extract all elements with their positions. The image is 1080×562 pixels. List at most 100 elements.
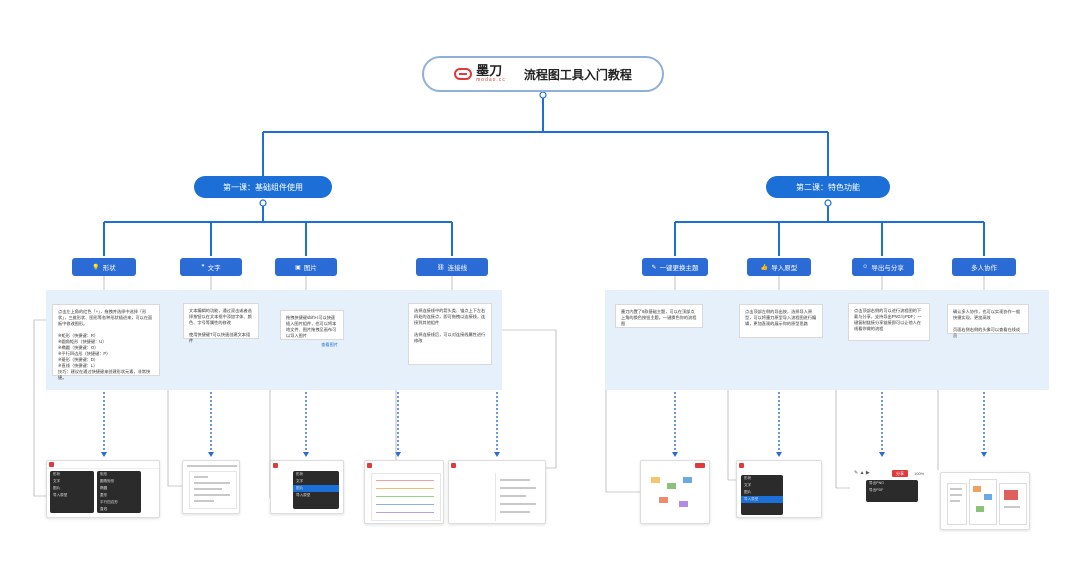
flow-node: [667, 483, 676, 489]
line-style-panel: [371, 473, 441, 521]
screenshot-connector-props: [448, 460, 546, 524]
quote-icon: ❞: [201, 264, 205, 271]
menu-item: 导入原型: [741, 496, 783, 503]
topic-label: 形状: [102, 265, 116, 272]
toolbar-icons: ✎ ▲ ▶: [854, 470, 870, 476]
menu-item: 图片: [53, 486, 61, 490]
lightbulb-icon: 💡: [92, 264, 100, 271]
page-thumb: [999, 483, 1027, 525]
menu-item: 图片: [744, 490, 752, 494]
note-image: 拖拽快捷键shift+I可以快速插入图片组件，也可以将本地文件、图片拖拽至画布可…: [280, 310, 344, 347]
flow-node: [683, 477, 692, 483]
topic-label: 导入原型: [771, 265, 798, 272]
page-thumb: [969, 479, 997, 525]
menu-item: 导出PDF: [869, 488, 884, 492]
image-icon: ▣: [295, 264, 301, 271]
topic-shape: 💡形状: [72, 258, 136, 276]
add-icon: [273, 463, 278, 468]
topic-image: ▣图片: [275, 258, 337, 276]
menu-item: 直线: [100, 507, 108, 511]
screenshot-image: 形状 文字 图片 导入原型: [270, 460, 344, 514]
note-export-text: 点击顶部右侧的可以进行流程图的下载与分享，支持导出PNG与PDF；一键复制链接分…: [854, 308, 922, 331]
link-icon: ⛓: [436, 264, 445, 271]
note-collab: 确认多人协作，也可以实现协作一般快捷实现，更加高效 页面右侧右侧的头像可以查看在…: [947, 304, 1029, 338]
screenshot-import: 形状 文字 图片 导入原型: [736, 460, 822, 518]
screenshot-connector-styles: [364, 460, 444, 524]
smile-icon: ☺: [862, 264, 869, 270]
lesson-node-2: 第二课：特色功能: [766, 176, 890, 198]
note-export: 点击顶部右侧的可以进行流程图的下载与分享，支持导出PNG与PDF；一键复制链接分…: [848, 303, 930, 341]
add-icon: [451, 463, 456, 468]
note-theme: 墨刀内置了6款基础主题，可以在顶部点上角的换色按钮主题，一键换色你的流程图: [615, 304, 703, 328]
flow-node: [659, 497, 668, 503]
export-menu: 导出PNG 导出PDF: [866, 480, 918, 502]
lesson-node-1: 第一课：基础组件使用: [194, 176, 332, 198]
note-import-text: 点击顶部左侧的导出按，选择导入原型，可以将墨刀原型导入流程图进行编辑，更加直观的…: [745, 309, 817, 326]
note-text: 文本编辑的功能，通过双击或者选择按钮以在文本框中添加字体、颜色、字号等属性的修改…: [183, 303, 259, 343]
logo-text: 墨刀: [476, 63, 503, 78]
thumbs-up-icon: 👍: [760, 264, 769, 271]
flow-node: [651, 477, 660, 483]
note-collab-text: 确认多人协作，也可以实现协作一般快捷实现，更加高效 页面右侧右侧的头像可以查看在…: [953, 309, 1021, 338]
note-connector-text: 选择连接线中的箭头类、锚点上下左右四处的连接点，即可拖拽以连接线，连接到其他组件…: [414, 308, 486, 343]
screenshot-shape: 形状 文字 图片 导入原型 矩形 圆角矩形 椭圆 菱形 平行四边形 直线: [46, 460, 160, 518]
insert-menu: 形状 文字 图片 导入原型: [50, 471, 94, 513]
menu-item: 图片: [293, 485, 339, 492]
menu-item: 形状: [744, 476, 752, 480]
insert-menu: 形状 文字 图片 导入原型: [741, 475, 783, 515]
insert-menu: 形状 文字 图片 导入原型: [293, 471, 339, 509]
note-connector: 选择连接线中的箭头类、锚点上下左右四处的连接点，即可拖拽以连接线，连接到其他组件…: [408, 303, 492, 365]
menu-item: 平行四边形: [100, 500, 118, 504]
flow-node: [679, 501, 688, 507]
topic-connector: ⛓连接线: [416, 258, 488, 276]
menu-item: 文字: [744, 483, 752, 487]
menu-item: 导出PNG: [869, 481, 884, 485]
screenshot-export: ✎ ▲ ▶ 分享 100% 导出PNG 导出PDF: [850, 468, 928, 508]
note-image-text: 拖拽快捷键shift+I可以快速插入图片组件，也可以将本地文件、图片拖拽至画布可…: [286, 315, 337, 338]
page-thumb: [947, 483, 967, 525]
root-title: 流程图工具入门教程: [523, 67, 632, 82]
mini-toolbar: [47, 461, 159, 469]
add-icon: [367, 463, 372, 468]
screenshot-text: [182, 460, 240, 514]
shape-submenu: 矩形 圆角矩形 椭圆 菱形 平行四边形 直线: [97, 471, 141, 513]
theme-button: [695, 463, 705, 468]
logo-subtext: modao.cc: [476, 77, 506, 83]
note-theme-text: 墨刀内置了6款基础主题，可以在顶部点上角的换色按钮主题，一键换色你的流程图: [621, 309, 697, 326]
topic-export: ☺导出与分享: [852, 258, 914, 276]
topic-label: 导出与分享: [871, 265, 904, 272]
topic-theme: ✎一键更换主题: [642, 258, 708, 276]
menu-item: 圆角矩形: [100, 479, 115, 483]
note-shape: 点击左上角的红色「+」，拖拽并选择中选择「形状」，三维形状、图形等各种形状插进来…: [52, 304, 160, 380]
menu-item: 矩形: [100, 472, 108, 476]
menu-item: 文字: [53, 479, 61, 483]
root-node: 墨刀 modao.cc 流程图工具入门教程: [422, 56, 664, 92]
logo-icon: [454, 68, 473, 80]
topic-label: 图片: [303, 265, 317, 272]
menu-item: 导入原型: [53, 493, 68, 497]
topic-label: 一键更换主题: [659, 265, 699, 272]
text-panel: [189, 471, 237, 509]
topic-label: 文字: [207, 265, 221, 272]
screenshot-collab: [940, 472, 1030, 530]
add-icon: [49, 462, 54, 467]
menu-item: 菱形: [100, 493, 108, 497]
brush-icon: ✎: [651, 264, 657, 271]
topic-label: 多人协作: [971, 265, 997, 272]
properties-panel: [495, 473, 544, 521]
menu-item: 导入原型: [296, 493, 311, 497]
share-button[interactable]: 分享: [892, 470, 908, 477]
menu-item: 文字: [296, 479, 304, 483]
screenshot-theme: [640, 460, 710, 524]
note-shape-text: 点击左上角的红色「+」，拖拽并选择中选择「形状」，三维形状、图形等各种形状插进来…: [58, 309, 153, 380]
zoom-level: 100%: [914, 471, 925, 476]
note-image-link[interactable]: 查看图片: [321, 342, 338, 347]
note-text-text: 文本编辑的功能，通过双击或者选择按钮以在文本框中添加字体、颜色、字号等属性的修改…: [189, 308, 252, 343]
topic-text: ❞文字: [180, 258, 242, 276]
topic-label: 连接线: [447, 265, 468, 272]
menu-item: 椭圆: [100, 486, 108, 490]
menu-item: 形状: [53, 472, 61, 476]
note-import: 点击顶部左侧的导出按，选择导入原型，可以将墨刀原型导入流程图进行编辑，更加直观的…: [739, 304, 823, 338]
menu-item: 形状: [296, 472, 304, 476]
